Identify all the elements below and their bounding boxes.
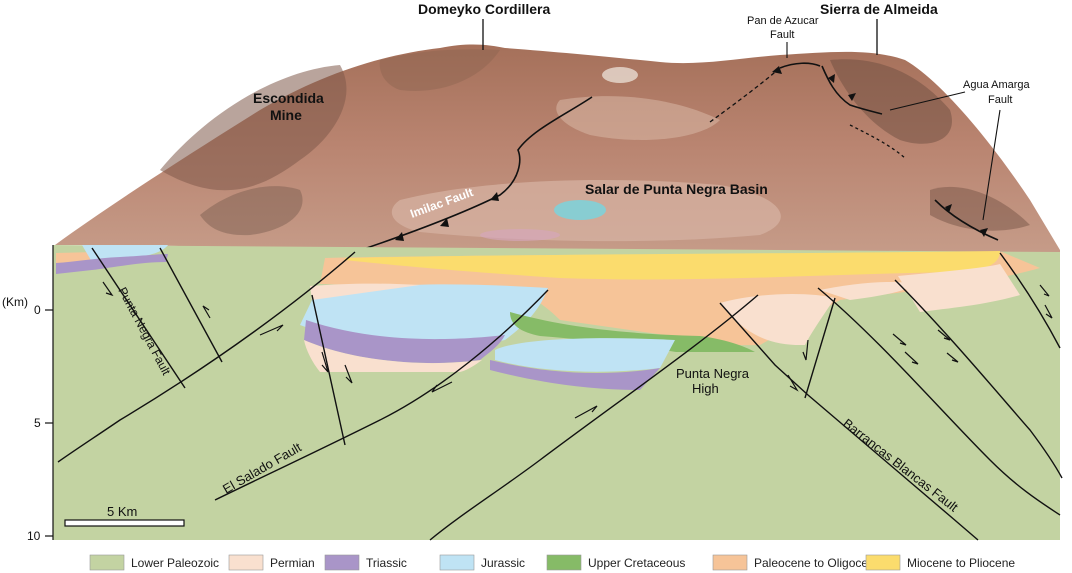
label-escondida: Escondida	[253, 90, 324, 106]
label-pan-de-azucar: Pan de Azucar	[747, 15, 819, 27]
legend-swatch	[865, 554, 901, 571]
legend-swatch	[712, 554, 748, 571]
label-agua-amarga-fault: Fault	[988, 94, 1012, 106]
legend-swatch	[546, 554, 582, 571]
label-sierra-de-almeida: Sierra de Almeida	[820, 1, 938, 17]
label-domeyko-cordillera: Domeyko Cordillera	[418, 1, 550, 17]
axis-tick-5: 5	[34, 416, 41, 430]
scale-bar: 5 Km	[64, 504, 185, 527]
label-salar-punta-negra-basin: Salar de Punta Negra Basin	[585, 181, 768, 197]
legend: Lower Paleozoic Permian Triassic Jurassic Up…	[89, 554, 1015, 571]
legend-label: Permian	[270, 556, 315, 570]
label-punta-negra-high: Punta Negra	[676, 366, 750, 381]
legend-label: Miocene to Pliocene	[907, 556, 1015, 570]
axis-tick-0: 0	[34, 303, 41, 317]
axis-tick-10: 10	[27, 529, 41, 543]
terrain-surface	[55, 44, 1060, 266]
axis-unit-label: (Km)	[2, 295, 28, 309]
unit-triassic	[304, 320, 505, 364]
label-punta-negra-high-2: High	[692, 381, 719, 396]
label-escondida-mine: Mine	[270, 107, 302, 123]
unit-miocene-pliocene	[345, 251, 1000, 280]
unit-upper-cretaceous	[510, 312, 755, 352]
legend-label: Lower Paleozoic	[131, 556, 219, 570]
depth-axis: (Km) 0 5 10	[2, 245, 54, 543]
unit-paleocene-oligocene	[320, 252, 1040, 346]
unit-jurassic	[300, 284, 548, 348]
legend-swatch	[228, 554, 264, 571]
cross-section	[53, 245, 1063, 541]
legend-label: Jurassic	[481, 556, 525, 570]
legend-swatch	[324, 554, 360, 571]
unit-permian	[304, 340, 482, 372]
surface-labels: Domeyko Cordillera Sierra de Almeida Pan…	[253, 1, 1031, 221]
legend-swatch	[89, 554, 125, 571]
label-agua-amarga: Agua Amarga	[963, 79, 1031, 91]
label-pan-de-azucar-fault: Fault	[770, 29, 794, 41]
legend-label: Triassic	[366, 556, 407, 570]
legend-label: Paleocene to Oligocene	[754, 556, 882, 570]
scale-bar-label: 5 Km	[107, 504, 137, 519]
legend-label: Upper Cretaceous	[588, 556, 685, 570]
legend-swatch	[439, 554, 475, 571]
